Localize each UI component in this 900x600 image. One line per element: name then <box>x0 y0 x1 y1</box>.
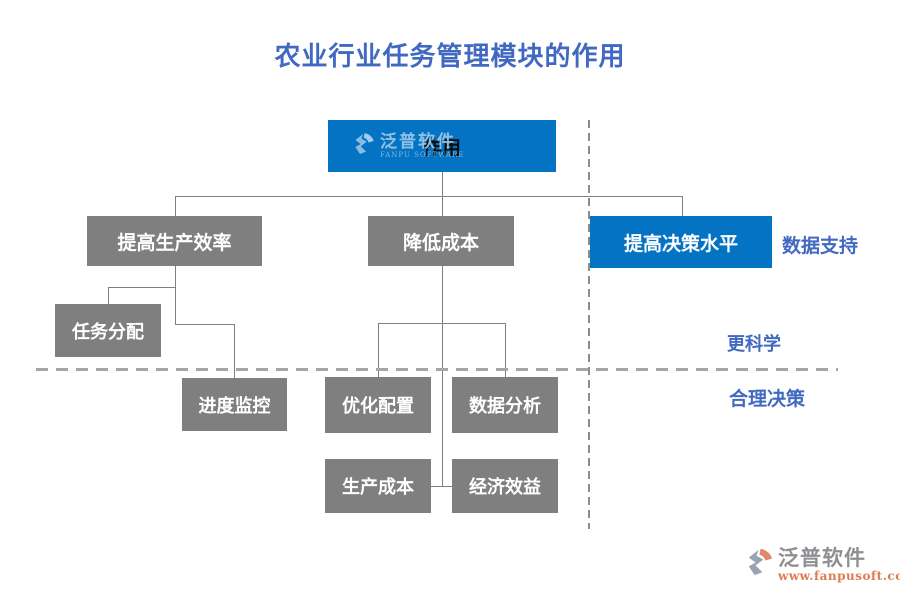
connector-line <box>505 323 506 377</box>
node-data-analysis: 数据分析 <box>452 377 558 433</box>
label-reasonable-decision: 合理决策 <box>729 388 806 410</box>
connector-line <box>175 266 176 324</box>
connector-line <box>175 196 683 197</box>
dashed-divider-horizontal <box>36 368 838 371</box>
node-production-cost: 生产成本 <box>325 459 431 513</box>
label-data-support: 数据支持 <box>782 235 859 257</box>
connector-line <box>108 287 109 304</box>
node-progress-monitoring: 进度监控 <box>182 378 287 431</box>
node-economic-benefit: 经济效益 <box>452 459 558 513</box>
footer-watermark: 泛普软件 www.fanpusoft.com <box>742 545 900 584</box>
connector-line <box>442 266 443 486</box>
connector-line <box>442 196 443 216</box>
node-task-allocation: 任务分配 <box>55 304 161 357</box>
watermark-brand: 泛普软件 <box>778 545 866 570</box>
connector-line <box>108 287 176 288</box>
connector-line <box>234 324 235 378</box>
label-more-scientific: 更科学 <box>727 334 781 355</box>
node-improve-efficiency: 提高生产效率 <box>87 216 262 266</box>
connector-line <box>175 324 235 325</box>
connector-line <box>378 323 506 324</box>
node-optimize-allocation: 优化配置 <box>325 377 431 433</box>
node-reduce-cost: 降低成本 <box>368 216 514 266</box>
connector-line <box>378 323 379 377</box>
watermark-url: www.fanpusoft.com <box>778 569 900 584</box>
node-improve-decision: 提高决策水平 <box>590 216 772 268</box>
fanpu-logo-icon <box>742 546 775 583</box>
diagram-title: 农业行业任务管理模块的作用 <box>274 42 626 72</box>
connector-line <box>431 486 452 487</box>
connector-line <box>175 196 176 216</box>
connector-line <box>442 172 443 196</box>
dashed-divider-vertical <box>588 120 590 529</box>
node-role: 作用 <box>328 120 556 172</box>
connector-line <box>682 196 683 216</box>
